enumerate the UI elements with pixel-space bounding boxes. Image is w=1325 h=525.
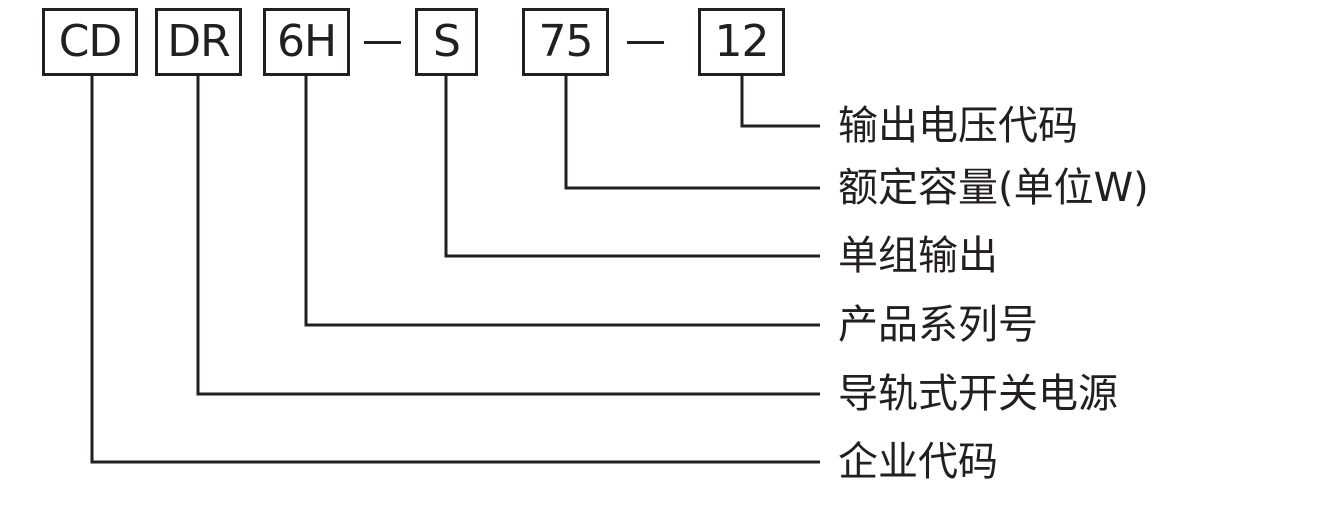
code-box-cd: CD [42,8,138,76]
connector-75-rated-capacity [564,76,820,190]
code-box-s: S [415,8,478,76]
connector-dr-din-rail-psu [196,76,820,396]
code-text-12: 12 [714,16,770,67]
connector-12-output-voltage [740,76,820,128]
code-text-s: S [433,16,461,67]
code-box-6h: 6H [263,8,350,76]
code-text-cd: CD [58,16,123,67]
code-separator-dash [627,41,664,44]
code-box-75: 75 [522,8,609,76]
connector-6h-product-series [304,76,820,327]
connector-s-single-output [444,76,820,258]
label-rated-capacity: 额定容量(单位W) [838,165,1149,211]
code-text-6h: 6H [276,16,337,67]
label-product-series: 产品系列号 [838,302,1038,348]
code-box-dr: DR [155,8,242,76]
label-output-voltage-code: 输出电压代码 [838,103,1078,149]
code-box-12: 12 [698,8,785,76]
connector-cd-company-code [90,76,820,464]
label-company-code: 企业代码 [838,439,998,485]
code-separator-dash [364,41,401,44]
label-din-rail-switching-psu: 导轨式开关电源 [838,371,1118,417]
code-text-75: 75 [538,16,594,67]
label-single-output: 单组输出 [838,233,998,279]
code-text-dr: DR [167,16,230,67]
